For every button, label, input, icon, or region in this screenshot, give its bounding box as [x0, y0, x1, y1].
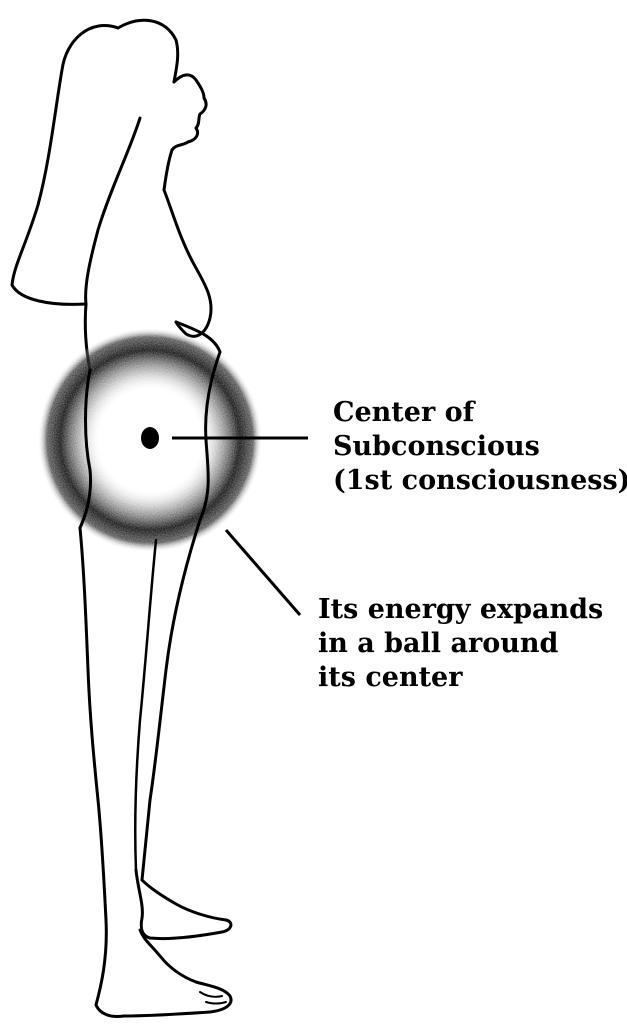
toes-detail: [200, 992, 226, 1004]
hair-outline-front: [118, 20, 178, 82]
front-leg-outline: [142, 520, 200, 880]
label-line: (1st consciousness): [333, 464, 627, 498]
energy-expands-label: Its energy expands in a ball around its …: [318, 593, 603, 695]
back-leg-outline: [80, 528, 124, 1017]
energy-leader-line: [226, 530, 300, 615]
label-line: Its energy expands: [318, 593, 603, 627]
hair-outline: [12, 26, 118, 305]
label-line: its center: [318, 661, 603, 695]
face-profile: [172, 75, 206, 150]
chest-outline: [164, 190, 211, 336]
subconscious-center-dot: [141, 427, 159, 449]
neck-front: [164, 150, 172, 190]
label-line: in a ball around: [318, 627, 603, 661]
back-foot-outline: [136, 870, 231, 939]
label-line: Center of: [333, 396, 627, 430]
center-of-subconscious-label: Center of Subconscious (1st consciousnes…: [333, 396, 627, 498]
inner-leg-line: [135, 540, 156, 870]
label-line: Subconscious: [333, 430, 627, 464]
neck-back: [86, 118, 140, 304]
